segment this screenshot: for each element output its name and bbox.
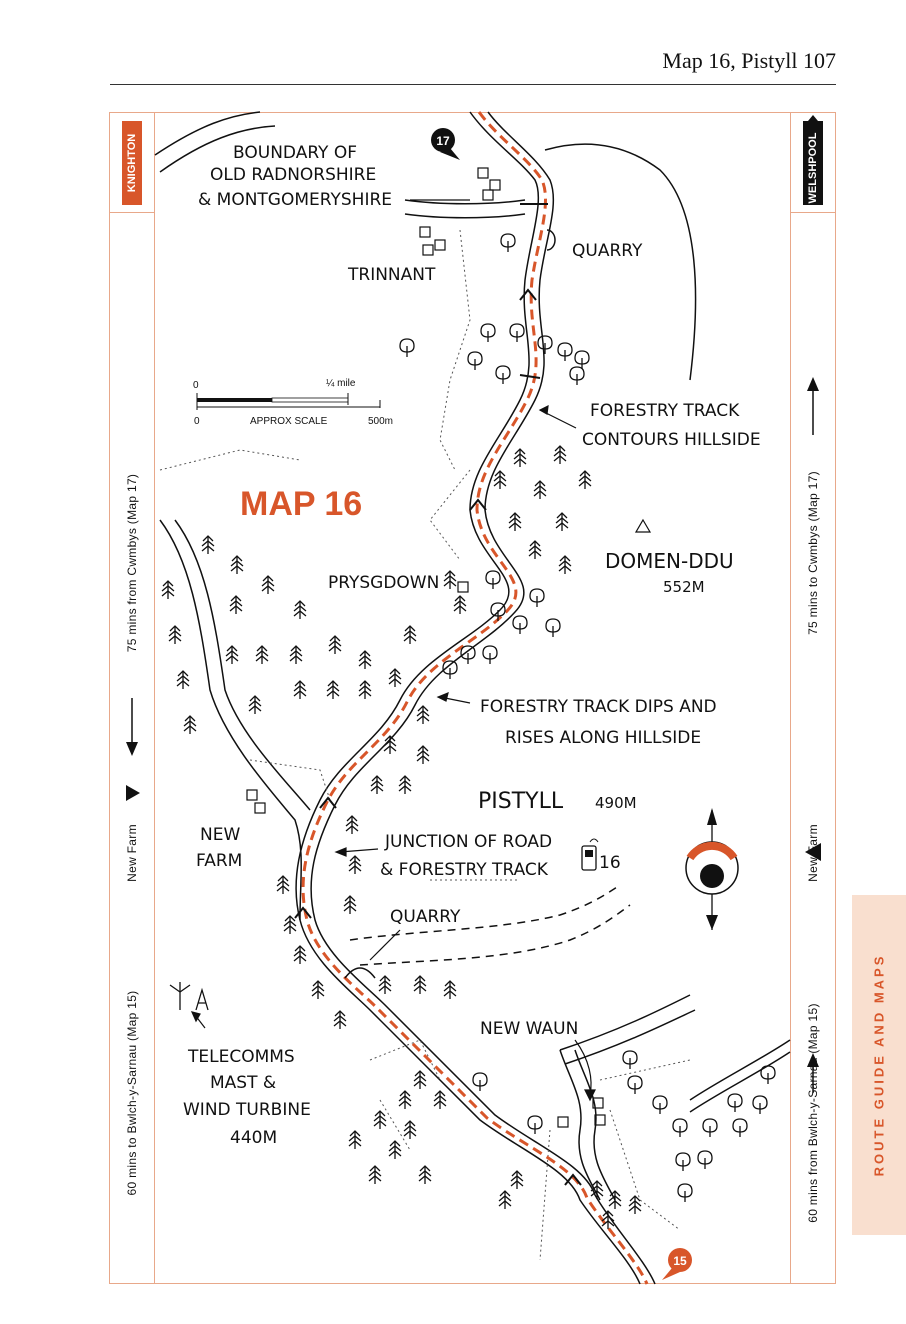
right-destination-box: WELSHPOOL xyxy=(791,113,835,213)
quarry-bottom-icon xyxy=(344,967,376,979)
label-quarry-bottom: QUARRY xyxy=(390,907,461,927)
right-strip: WELSHPOOL 75 mins to Cwmbys (Map 17) New… xyxy=(790,113,835,1283)
label-boundary-3: & MONTGOMERYSHIRE xyxy=(198,190,392,210)
scale-meters-zero: 0 xyxy=(194,416,200,427)
label-domen-ddu: DOMEN-DDU xyxy=(605,549,734,573)
buildings xyxy=(246,167,606,1128)
label-junction-2: & FORESTRY TRACK xyxy=(380,860,549,880)
mast-turbine-icon xyxy=(169,982,209,1011)
label-junction-1: JUNCTION OF ROAD xyxy=(384,832,552,852)
label-pistyll-height: 490M xyxy=(595,794,637,812)
right-newfarm-marker-icon xyxy=(805,843,821,861)
svg-text:15: 15 xyxy=(673,1254,687,1268)
left-strip: KNIGHTON 75 mins from Cwmbys (Map 17) Ne… xyxy=(110,113,155,1283)
section-tab-label: ROUTE GUIDE AND MAPS xyxy=(871,953,887,1177)
left-destination-box: KNIGHTON xyxy=(110,113,154,213)
field-boundaries xyxy=(159,229,691,1261)
svg-text:17: 17 xyxy=(436,134,450,148)
label-new-waun: NEW WAUN xyxy=(480,1019,578,1039)
stiles xyxy=(294,203,582,1186)
page-header: Map 16, Pistyll 107 xyxy=(0,0,906,90)
section-tab: ROUTE GUIDE AND MAPS xyxy=(852,895,906,1235)
label-forestry-dips-2: RISES ALONG HILLSIDE xyxy=(505,728,701,748)
label-domen-ddu-height: 552M xyxy=(663,578,705,596)
label-forestry-contours-1: FORESTRY TRACK xyxy=(590,401,740,421)
compass-north-icon: trailblazer xyxy=(685,808,739,930)
page-title: Map 16, Pistyll 107 xyxy=(662,48,836,73)
label-new-farm-1: NEW xyxy=(200,825,240,845)
label-boundary-2: OLD RADNORSHIRE xyxy=(210,165,376,185)
walking-route xyxy=(301,111,649,1285)
gps-device-icon xyxy=(581,838,599,871)
map-frame: KNIGHTON 75 mins from Cwmbys (Map 17) Ne… xyxy=(109,112,836,1284)
right-lower-arrow-icon xyxy=(807,1053,819,1093)
compass-brand: trailblazer xyxy=(697,855,728,862)
label-telecomms-4: 440M xyxy=(230,1128,277,1148)
left-upper-arrow-icon xyxy=(126,698,138,756)
label-new-farm-2: FARM xyxy=(196,851,242,871)
label-telecomms-1: TELECOMMS xyxy=(187,1047,295,1067)
left-newfarm-marker-icon xyxy=(126,785,140,801)
scale-miles-label: ¼ mile xyxy=(326,377,356,389)
scale-approx: APPROX SCALE xyxy=(250,416,328,427)
label-pistyll: PISTYLL xyxy=(478,789,564,814)
label-boundary-1: BOUNDARY OF xyxy=(233,143,357,163)
quarry-top-icon xyxy=(546,229,556,251)
right-upper-arrow-icon xyxy=(807,377,819,435)
right-destination-arrow-icon xyxy=(803,115,823,127)
label-forestry-contours-2: CONTOURS HILLSIDE xyxy=(582,430,761,450)
road-network xyxy=(154,111,791,1285)
header-rule xyxy=(110,84,836,85)
scale-miles-zero: 0 xyxy=(193,380,199,391)
label-trinnant: TRINNANT xyxy=(347,265,436,285)
label-forestry-dips-1: FORESTRY TRACK DIPS AND xyxy=(480,697,717,717)
waypoint-15-marker: 15 xyxy=(662,1248,692,1280)
label-prysgdown: PRYSGDOWN xyxy=(328,573,439,593)
label-junction-grid: 16 xyxy=(599,853,621,873)
waypoint-17-marker: 17 xyxy=(431,128,460,160)
map-title: MAP 16 xyxy=(240,485,362,523)
leader-lines xyxy=(190,199,596,1102)
label-telecomms-2: MAST & xyxy=(210,1073,276,1093)
label-quarry-top: QUARRY xyxy=(572,241,643,261)
scale-meters-label: 500m xyxy=(368,416,393,427)
scale-bar: 0 ¼ mile 0 APPROX SCALE 500m xyxy=(193,377,393,427)
summit-triangle-icon xyxy=(634,518,652,533)
label-telecomms-3: WIND TURBINE xyxy=(183,1100,311,1120)
